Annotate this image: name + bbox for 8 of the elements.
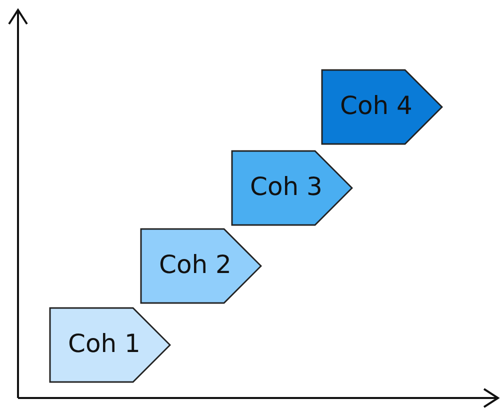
arrow-shape bbox=[140, 228, 262, 304]
shape-label: Coh 4 bbox=[340, 91, 412, 120]
arrow-shape bbox=[49, 307, 171, 383]
arrow-shape bbox=[231, 150, 353, 226]
shape-label: Coh 1 bbox=[68, 329, 140, 358]
shape-label: Coh 3 bbox=[250, 172, 322, 201]
shape-label: Coh 2 bbox=[159, 250, 232, 279]
arrow-shape bbox=[321, 69, 443, 145]
